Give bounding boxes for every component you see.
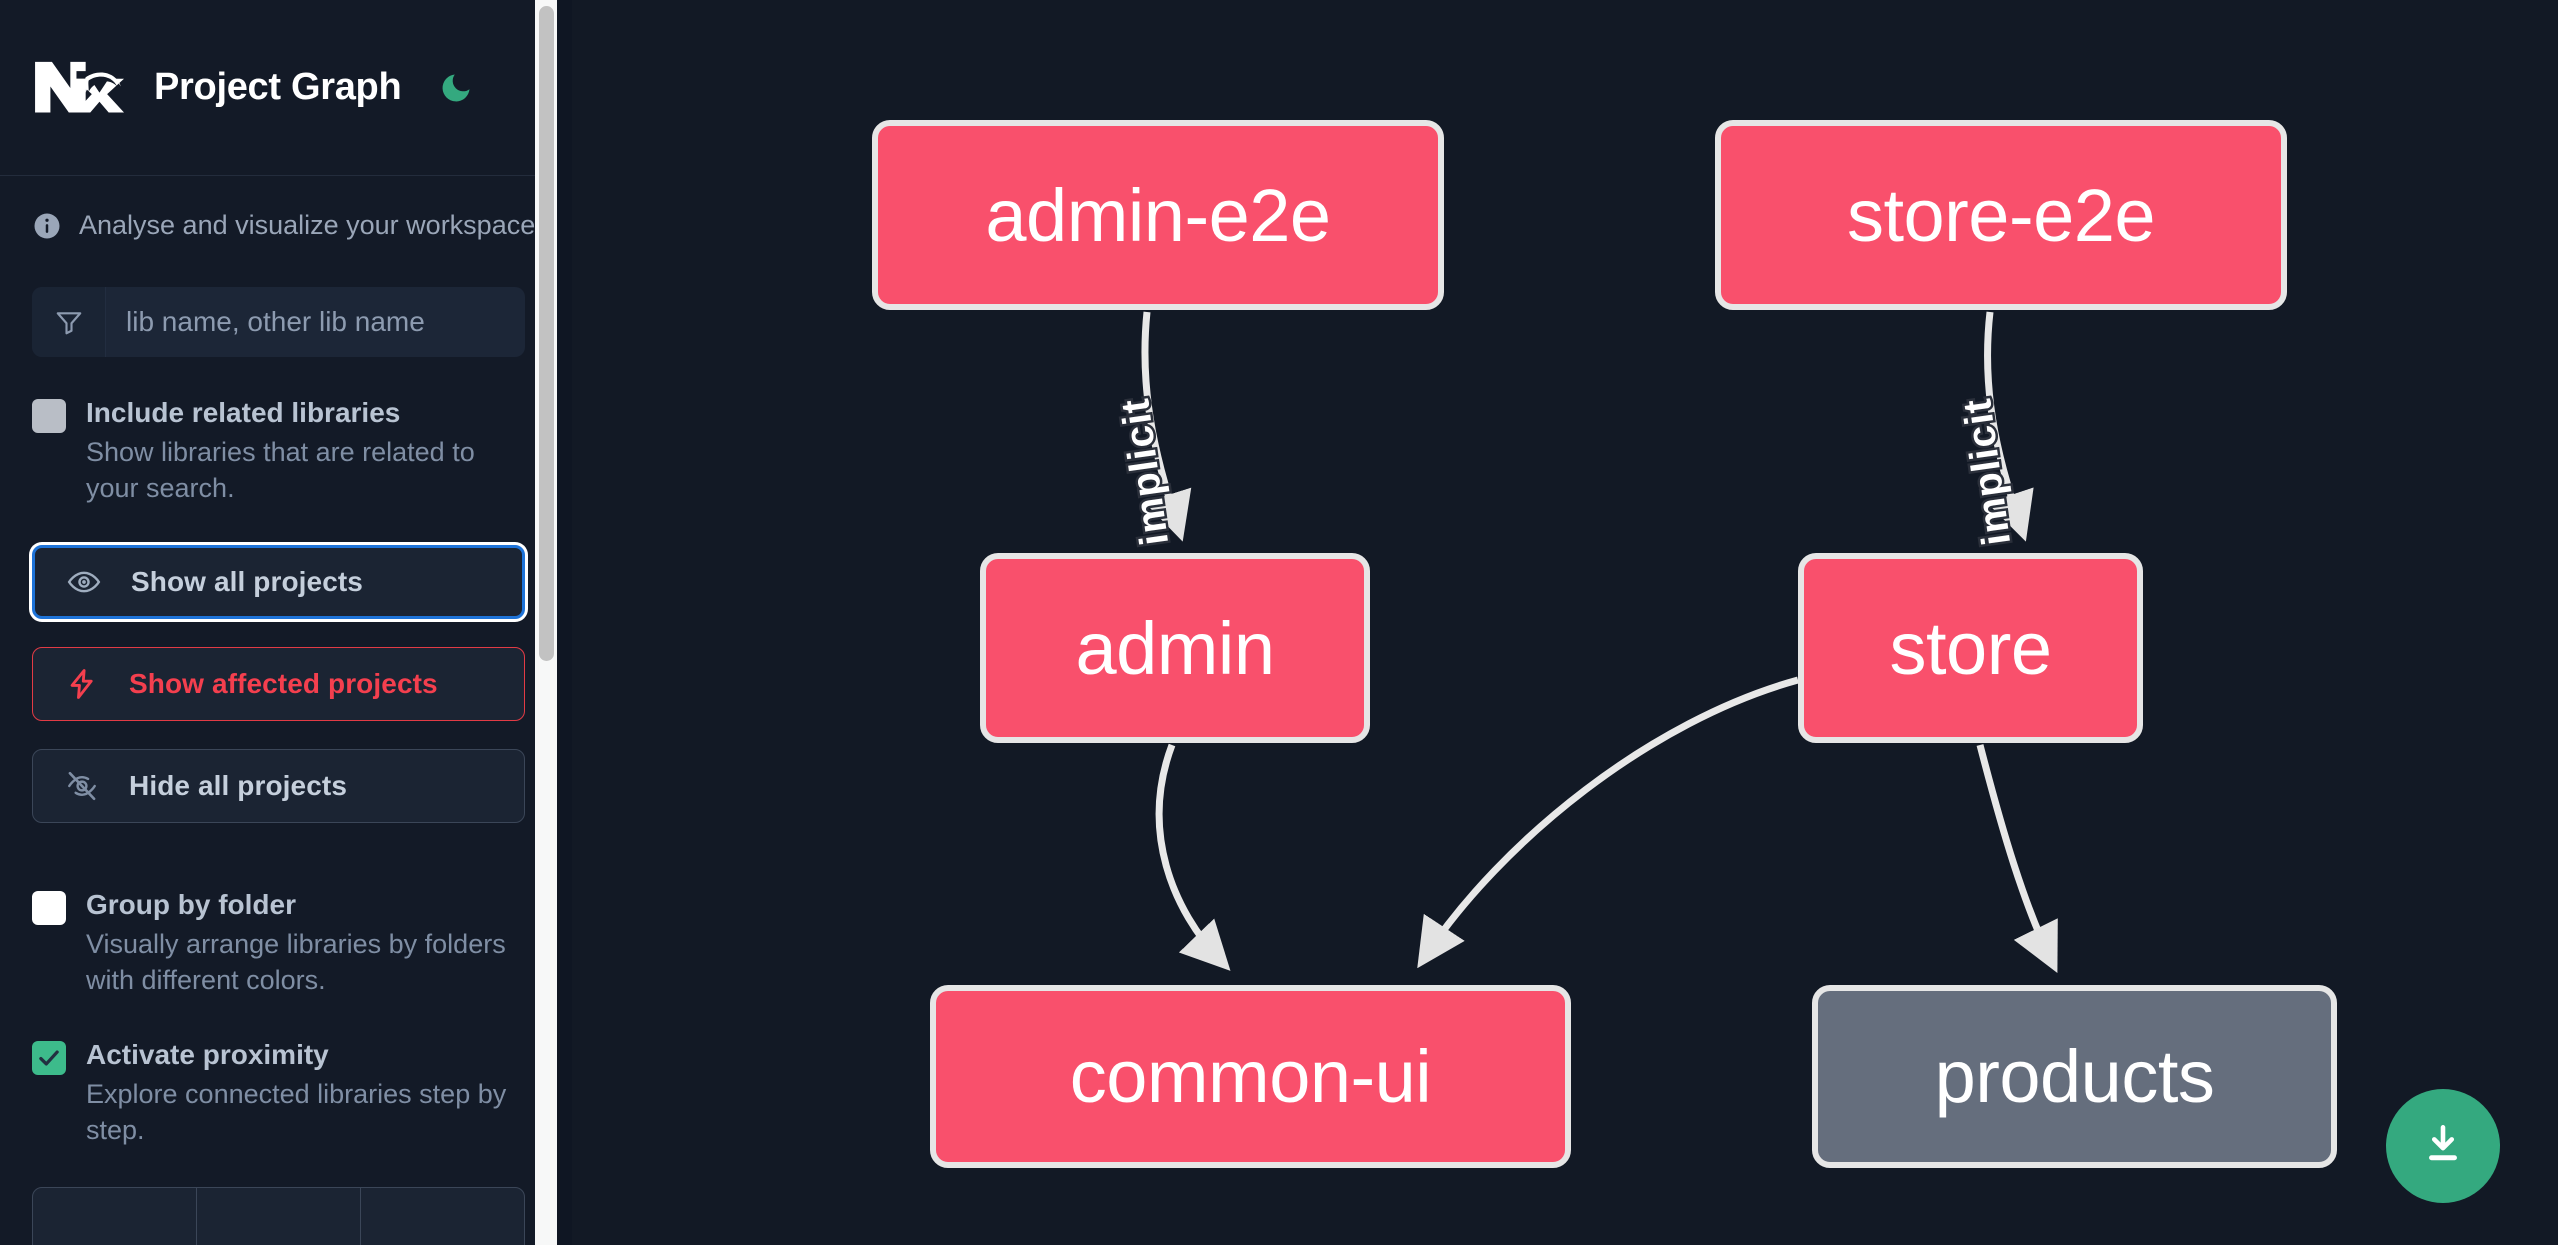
edge-store-e2e-to-store <box>1984 311 2034 542</box>
checkbox-texts: Group by folder Visually arrange librari… <box>86 887 525 999</box>
checkbox-texts: Include related libraries Show libraries… <box>86 395 525 507</box>
bottom-group-segment-1[interactable] <box>33 1187 197 1245</box>
sidebar-scrollbar[interactable] <box>535 0 557 1245</box>
node-label: common-ui <box>1069 1035 1432 1118</box>
funnel-icon <box>32 287 106 357</box>
bottom-button-group[interactable] <box>32 1186 525 1245</box>
bottom-group-segment-3[interactable] <box>361 1188 524 1245</box>
sidebar: Project Graph Analy <box>0 0 557 1245</box>
download-graph-button[interactable] <box>2386 1089 2500 1203</box>
edge-admin-e2e-to-admin <box>1141 311 1192 542</box>
checkbox-include-related-libraries[interactable]: Include related libraries Show libraries… <box>32 395 525 507</box>
checkbox-description: Explore connected libraries step by step… <box>86 1078 507 1146</box>
spacer <box>32 823 525 849</box>
sidebar-body: Analyse and visualize your workspace. In… <box>0 176 557 1245</box>
info-text: Analyse and visualize your workspace. <box>79 210 543 240</box>
checkbox-activate-proximity[interactable]: Activate proximity Explore connected lib… <box>32 1037 525 1149</box>
check-icon <box>39 1050 59 1066</box>
moon-icon[interactable] <box>433 65 479 111</box>
search-input[interactable] <box>106 287 525 357</box>
graph-node-common-ui[interactable]: common-ui <box>930 985 1571 1168</box>
graph-node-admin[interactable]: admin <box>980 553 1370 743</box>
graph-canvas[interactable]: implicit implicit admin-e2e store-e2e ad… <box>572 0 2558 1245</box>
eye-icon <box>67 564 103 600</box>
lightning-icon <box>65 666 101 702</box>
node-label: store-e2e <box>1846 173 2156 257</box>
show-all-projects-button[interactable]: Show all projects <box>32 544 525 619</box>
sidebar-header: Project Graph <box>0 0 557 176</box>
info-icon <box>32 211 62 241</box>
button-label: Hide all projects <box>129 769 347 801</box>
edge-label-implicit-admin: implicit <box>1113 395 1177 548</box>
graph-node-store[interactable]: store <box>1798 553 2143 743</box>
hide-all-projects-button[interactable]: Hide all projects <box>32 748 525 823</box>
node-label: admin <box>1075 606 1275 690</box>
sidebar-scroll-area[interactable]: Project Graph Analy <box>0 0 557 1245</box>
node-label: store <box>1889 606 2052 690</box>
eye-off-icon <box>65 768 101 804</box>
checkbox-texts: Activate proximity Explore connected lib… <box>86 1037 525 1149</box>
edge-label-implicit-store: implicit <box>1955 395 2019 548</box>
edge-store-to-products <box>1976 744 2058 973</box>
node-label: products <box>1934 1035 2215 1118</box>
graph-edges: implicit implicit <box>1111 311 2058 973</box>
checkbox-label: Group by folder <box>86 888 296 920</box>
graph-node-store-e2e[interactable]: store-e2e <box>1715 120 2287 310</box>
checkbox-label: Include related libraries <box>86 397 401 428</box>
filter-box[interactable] <box>32 287 525 357</box>
checkbox-label: Activate proximity <box>86 1038 329 1070</box>
graph-node-admin-e2e[interactable]: admin-e2e <box>872 120 1444 310</box>
edge-store-to-common-ui <box>1417 676 1799 969</box>
show-affected-projects-button[interactable]: Show affected projects <box>32 646 525 721</box>
download-icon <box>2418 1119 2468 1174</box>
checkbox-box[interactable] <box>32 890 66 925</box>
edge-admin-to-common-ui <box>1155 743 1231 971</box>
checkbox-box[interactable] <box>32 399 66 433</box>
checkbox-description: Show libraries that are related to your … <box>86 437 475 504</box>
button-label: Show all projects <box>131 565 363 597</box>
checkbox-box[interactable] <box>32 1040 66 1075</box>
checkbox-group-by-folder[interactable]: Group by folder Visually arrange librari… <box>32 887 525 999</box>
node-label: admin-e2e <box>985 173 1331 257</box>
bottom-group-segment-2[interactable] <box>197 1187 361 1245</box>
graph-node-products[interactable]: products <box>1812 985 2337 1168</box>
app-title: Project Graph <box>154 66 402 108</box>
checkbox-description: Visually arrange libraries by folders wi… <box>86 928 506 996</box>
sidebar-scrollbar-thumb[interactable] <box>539 6 554 661</box>
nx-logo-icon <box>32 57 124 119</box>
button-label: Show affected projects <box>129 667 438 699</box>
info-banner: Analyse and visualize your workspace. <box>32 176 543 241</box>
